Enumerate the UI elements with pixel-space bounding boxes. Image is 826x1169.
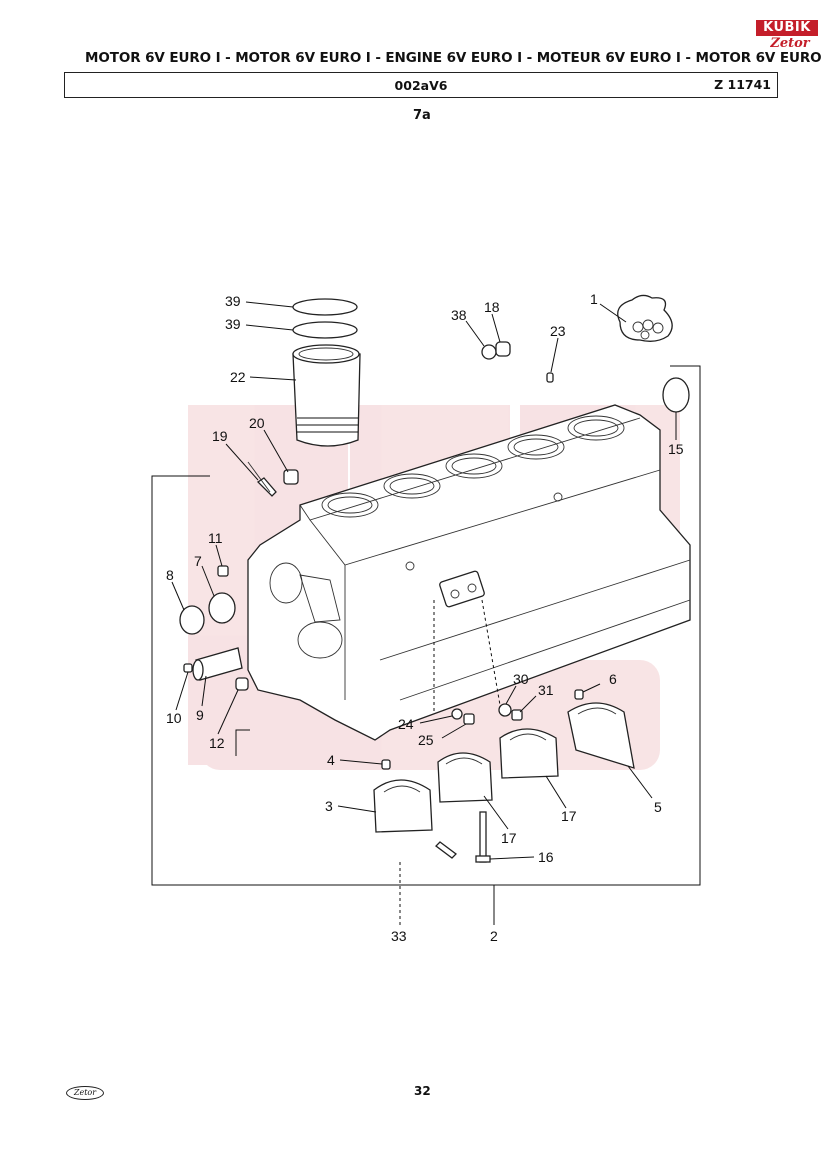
callout-23: 23	[550, 323, 566, 339]
callout-2: 2	[490, 928, 498, 944]
callout-5: 5	[654, 799, 662, 815]
callout-leaders	[171, 301, 677, 860]
left-side-parts	[179, 461, 299, 691]
callout-33: 33	[391, 928, 407, 944]
gasket-set-1	[617, 294, 673, 342]
bushing-8	[179, 605, 205, 635]
engine-block	[247, 404, 691, 741]
callout-38: 38	[451, 307, 467, 323]
zetor-logo-text: Zetor	[770, 36, 810, 51]
page-number: 32	[414, 1084, 431, 1098]
cylinder-liner-group	[292, 298, 361, 447]
pin-23	[546, 372, 554, 383]
o-ring-38	[481, 344, 497, 360]
callout-39-lower: 39	[225, 316, 241, 332]
callout-24: 24	[398, 716, 414, 732]
bearing-cap-17b	[499, 728, 559, 779]
pin-33	[435, 841, 457, 859]
bearing-cap-3	[373, 779, 433, 833]
screw-25	[463, 713, 475, 725]
bushing-7	[208, 592, 236, 624]
callout-15: 15	[668, 441, 684, 457]
callout-22: 22	[230, 369, 246, 385]
liner-seal-ring-upper	[292, 298, 358, 316]
callout-9: 9	[196, 707, 204, 723]
callout-17-right: 17	[561, 808, 577, 824]
callout-10: 10	[166, 710, 182, 726]
group-code: 002aV6	[394, 78, 448, 93]
bearing-cap-17a	[437, 752, 493, 803]
plug-11	[217, 565, 229, 577]
bearing-cap-5	[567, 702, 635, 769]
cap-bolt-16	[479, 811, 487, 863]
small-fittings	[381, 689, 584, 770]
bush-20	[283, 469, 299, 485]
sleeve-18	[495, 341, 511, 357]
callout-31: 31	[538, 682, 554, 698]
kubik-logo-text: KUBIK	[756, 20, 818, 36]
callout-3: 3	[325, 798, 333, 814]
callout-18: 18	[484, 299, 500, 315]
callout-6: 6	[609, 671, 617, 687]
liner-seal-ring-lower	[292, 321, 358, 339]
sub-reference: 7a	[413, 108, 431, 123]
footer-zetor-logo: Zetor	[66, 1086, 104, 1100]
cylinder-liner	[292, 353, 361, 447]
callout-labels: 39 39 22 38 18 23 1 15 19 20 11 8 7 10 9…	[166, 291, 684, 944]
callout-11: 11	[208, 530, 223, 546]
drawing-number: Z 11741	[714, 77, 771, 92]
dashed-leaders	[433, 599, 501, 712]
plug-12	[235, 677, 249, 691]
callout-1: 1	[590, 291, 598, 307]
callout-4: 4	[327, 752, 335, 768]
assembly-frame	[151, 365, 701, 925]
callout-19: 19	[212, 428, 228, 444]
o-ring-30	[498, 703, 512, 717]
plug-15	[662, 377, 690, 413]
dowel-6	[574, 689, 584, 700]
washer-24	[451, 708, 463, 720]
callout-16: 16	[538, 849, 554, 865]
callout-20: 20	[249, 415, 265, 431]
plug-31	[511, 709, 523, 721]
dowel-4	[381, 759, 391, 770]
code-box: 002aV6 Z 11741	[64, 72, 778, 98]
callout-8: 8	[166, 567, 174, 583]
callout-17-middle: 17	[501, 830, 517, 846]
callout-30: 30	[513, 671, 529, 687]
pin-10	[183, 663, 193, 673]
callout-39-upper: 39	[225, 293, 241, 309]
callout-7: 7	[194, 553, 202, 569]
kubik-zetor-logo: KUBIK Zetor	[754, 14, 820, 54]
callout-12: 12	[209, 735, 225, 751]
page-title: MOTOR 6V EURO I - MOTOR 6V EURO I - ENGI…	[85, 50, 826, 66]
callout-25: 25	[418, 732, 434, 748]
main-bearing-caps	[373, 702, 635, 863]
small-top-parts	[481, 294, 690, 413]
